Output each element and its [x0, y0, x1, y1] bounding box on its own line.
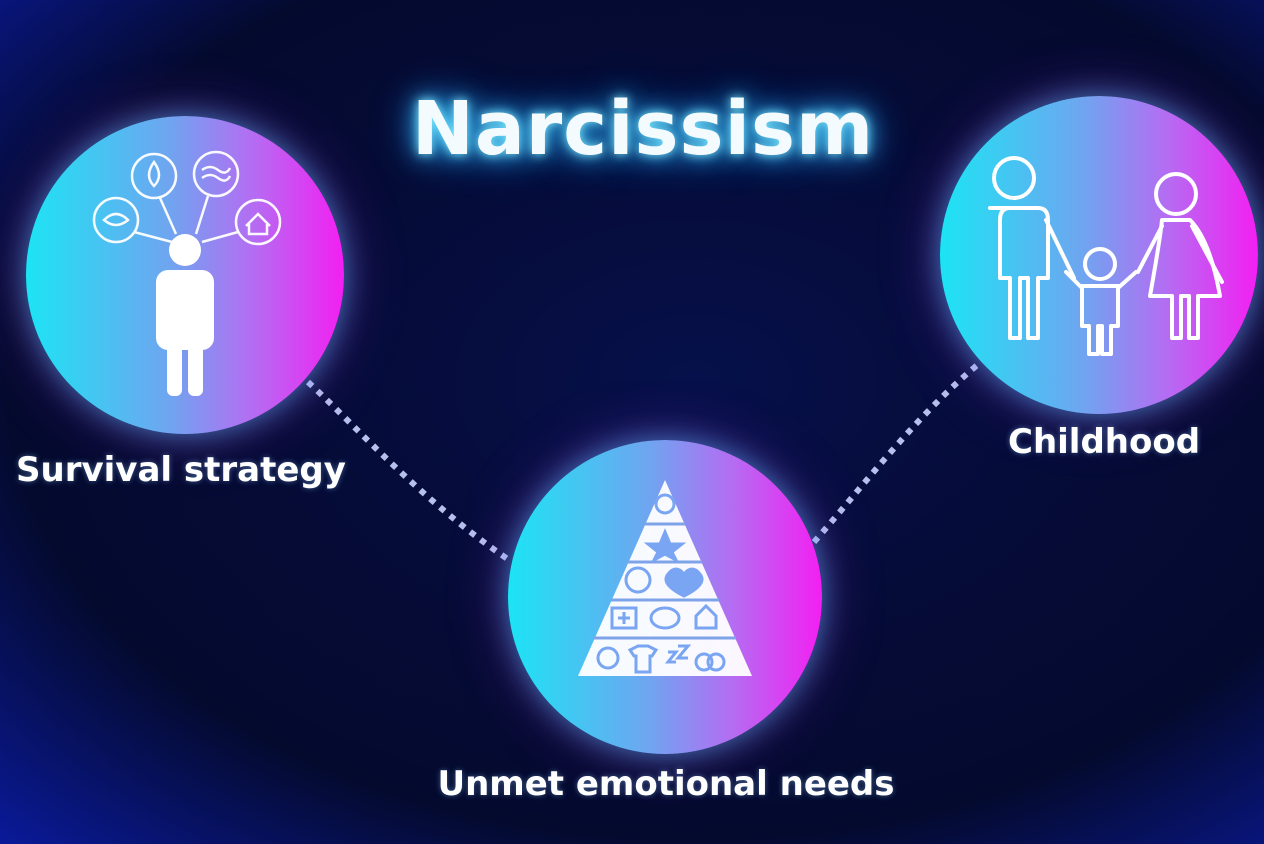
home-icon — [694, 603, 718, 630]
air-icon — [192, 150, 240, 198]
relationship-icon — [694, 652, 714, 672]
smiley-icon — [654, 493, 676, 515]
sleep-icon — [664, 644, 692, 664]
node-unmet-emotional-needs — [508, 440, 822, 754]
medical-icon — [610, 606, 638, 630]
apple-icon — [596, 646, 620, 670]
person-with-needs-icon — [92, 150, 282, 396]
label-childhood: Childhood — [1008, 422, 1201, 462]
node-survival-strategy — [26, 116, 344, 434]
person-figure-icon — [156, 234, 214, 396]
star-icon — [643, 528, 687, 564]
food-icon — [92, 196, 140, 244]
diagram-title: Narcissism — [411, 86, 875, 172]
connector-left-bottom — [305, 379, 514, 565]
chat-icon — [624, 566, 652, 594]
label-survival-strategy: Survival strategy — [16, 450, 346, 490]
water-icon — [130, 152, 178, 200]
family-icon — [988, 156, 1224, 356]
shelter-icon — [234, 198, 282, 246]
shirt-icon — [627, 644, 659, 674]
heart-icon — [664, 567, 704, 598]
money-icon — [649, 606, 681, 630]
connector-bottom-right — [811, 355, 988, 544]
needs-pyramid-icon — [578, 480, 752, 676]
node-childhood — [940, 96, 1258, 414]
label-unmet-emotional-needs: Unmet emotional needs — [437, 764, 895, 804]
